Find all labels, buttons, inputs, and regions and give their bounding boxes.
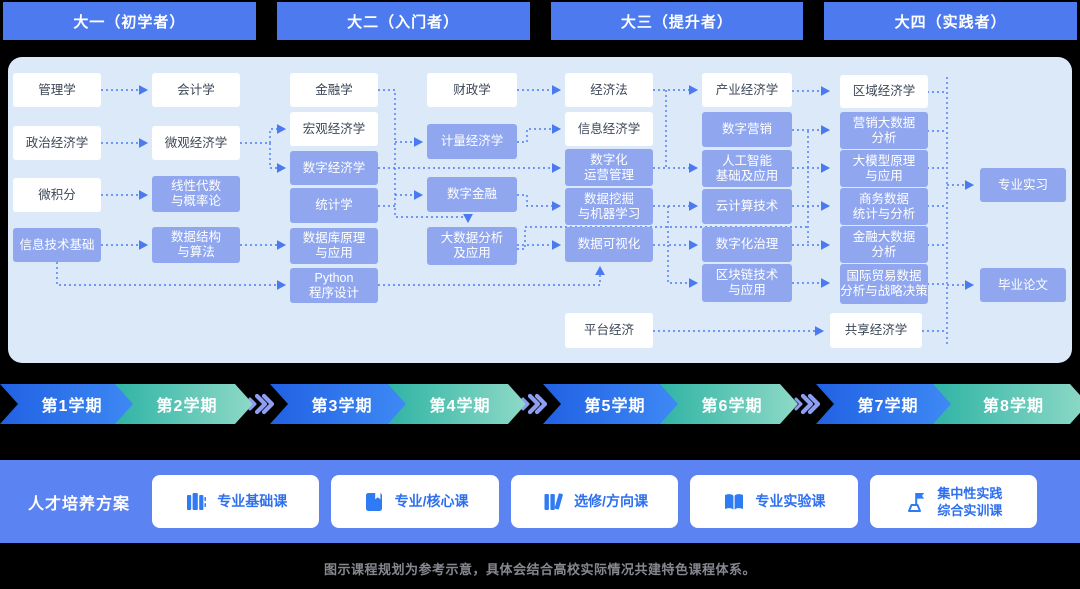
double-chevron-separator-icon — [794, 393, 820, 415]
year-header-2: 大二（入门者） — [276, 2, 530, 40]
course-box-s2-1: 会计学 — [152, 73, 240, 107]
semester-chevron-5: 第5学期 — [543, 384, 681, 424]
course-box-s3-5: 数据库原理 与应用 — [290, 228, 378, 264]
course-box-s4-1: 财政学 — [427, 73, 517, 107]
course-box-s5-4: 数据挖掘 与机器学习 — [565, 188, 653, 225]
semester-chevron-7: 第7学期 — [816, 384, 954, 424]
semester-chevron-8: 第8学期 — [933, 384, 1080, 424]
double-chevron-separator-icon — [248, 393, 274, 415]
course-box-s3-6: Python 程序设计 — [290, 268, 378, 303]
course-box-s1-3: 微积分 — [13, 178, 101, 212]
legend-band: 人才培养方案 专业基础课 专业/核心课 选修/方向课 专业实验课 集中性实践 综合实训课 — [0, 460, 1080, 543]
course-box-s5-3: 数字化 运营管理 — [565, 149, 653, 186]
year-header-4: 大四（实践者） — [824, 2, 1077, 40]
legend-card-4: 专业实验课 — [690, 475, 858, 528]
semester-chevron-4: 第4学期 — [388, 384, 526, 424]
open-book-icon — [722, 490, 746, 514]
course-box-s3-2: 宏观经济学 — [290, 112, 378, 146]
semester-chevron-3: 第3学期 — [270, 384, 408, 424]
course-box-s5-5: 数据可视化 — [565, 227, 653, 262]
semester-chevron-1: 第1学期 — [0, 384, 138, 424]
course-box-s6-1: 产业经济学 — [702, 73, 792, 107]
course-box-s6-3: 人工智能 基础及应用 — [702, 150, 792, 187]
semester-band: 第1学期第2学期第3学期第4学期第5学期第6学期第7学期第8学期 — [0, 384, 1080, 424]
books-icon — [184, 490, 208, 514]
course-box-s6-5: 数字化治理 — [702, 227, 792, 262]
course-box-s7-7: 共享经济学 — [830, 313, 922, 348]
year-header-1: 大一（初学者） — [3, 2, 256, 40]
curriculum-panel: 管理学政治经济学微积分信息技术基础 会计学微观经济学线性代数 与概率论数据结构 与… — [8, 57, 1072, 363]
course-box-s6-2: 数字营销 — [702, 112, 792, 147]
course-box-s7-2: 营销大数据 分析 — [840, 112, 928, 149]
course-box-s3-3: 数字经济学 — [290, 151, 378, 185]
course-box-s7-6: 国际贸易数据 分析与战略决策 — [840, 264, 928, 304]
legend-card-label: 专业/核心课 — [394, 493, 469, 509]
legend-card-1: 专业基础课 — [152, 475, 320, 528]
course-box-s5-6: 平台经济 — [565, 313, 653, 348]
legend-card-label: 选修/方向课 — [574, 493, 648, 509]
course-box-s4-2: 计量经济学 — [427, 124, 517, 159]
legend-card-label: 专业实验课 — [755, 493, 826, 509]
practice-flag-icon — [904, 490, 928, 514]
flow-arrows-svg — [56, 77, 975, 347]
course-box-s8-1: 专业实习 — [980, 168, 1066, 202]
course-box-s2-3: 线性代数 与概率论 — [152, 176, 240, 212]
course-box-s1-1: 管理学 — [13, 73, 101, 107]
course-box-s7-3: 大模型原理 与应用 — [840, 150, 928, 187]
course-box-s4-4: 大数据分析 及应用 — [427, 227, 517, 265]
course-box-s3-4: 统计学 — [290, 188, 378, 223]
leaning-books-icon — [541, 490, 565, 514]
course-box-s6-4: 云计算技术 — [702, 189, 792, 224]
course-box-s7-5: 金融大数据 分析 — [840, 226, 928, 263]
course-box-s1-2: 政治经济学 — [13, 126, 101, 160]
course-box-s2-2: 微观经济学 — [152, 126, 240, 160]
book-icon — [362, 490, 386, 514]
footer-note: 图示课程规划为参考示意，具体会结合高校实际情况共建特色课程体系。 — [323, 562, 756, 577]
course-box-s5-1: 经济法 — [565, 73, 653, 107]
course-box-s5-2: 信息经济学 — [565, 112, 653, 146]
course-box-s2-4: 数据结构 与算法 — [152, 227, 240, 263]
course-box-s8-2: 毕业论文 — [980, 268, 1066, 302]
legend-title: 人才培养方案 — [28, 495, 131, 513]
year-headers-row: 大一（初学者） 大二（入门者） 大三（提升者） 大四（实践者） — [3, 2, 1077, 40]
course-box-s3-1: 金融学 — [290, 73, 378, 107]
course-box-s7-1: 区域经济学 — [840, 75, 928, 108]
year-header-3: 大三（提升者） — [550, 2, 804, 40]
course-box-s6-6: 区块链技术 与应用 — [702, 264, 792, 302]
course-box-s7-4: 商务数据 统计与分析 — [840, 188, 928, 225]
double-chevron-separator-icon — [521, 393, 547, 415]
legend-card-label: 集中性实践 综合实训课 — [937, 485, 1003, 518]
legend-card-label: 专业基础课 — [217, 493, 288, 509]
course-box-s4-3: 数字金融 — [427, 177, 517, 212]
course-box-s1-4: 信息技术基础 — [13, 228, 101, 262]
semester-chevron-6: 第6学期 — [660, 384, 798, 424]
legend-card-2: 专业/核心课 — [331, 475, 499, 528]
legend-card-5: 集中性实践 综合实训课 — [869, 475, 1038, 528]
semester-chevron-2: 第2学期 — [115, 384, 253, 424]
legend-card-3: 选修/方向课 — [510, 475, 679, 528]
